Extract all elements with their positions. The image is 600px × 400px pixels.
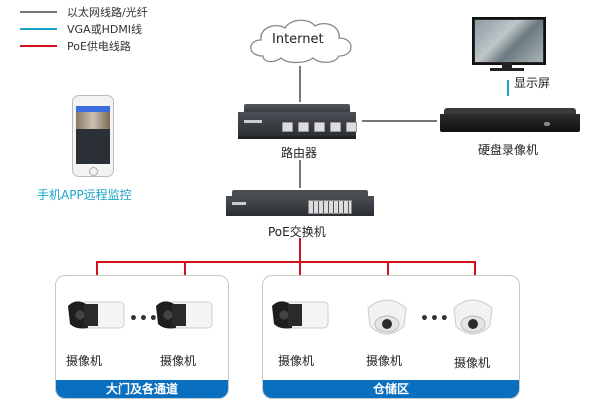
router-ports-icon bbox=[282, 122, 357, 132]
dome-camera-icon bbox=[453, 299, 493, 335]
camera-label: 摄像机 bbox=[278, 354, 315, 368]
legend-label: 以太网线路/光纤 bbox=[67, 6, 148, 19]
monitor-base-icon bbox=[490, 68, 524, 71]
bullet-camera-icon bbox=[68, 301, 125, 329]
legend-label: VGA或HDMI线 bbox=[67, 23, 143, 36]
router-switch-line bbox=[299, 160, 301, 188]
mobile-phone-icon bbox=[72, 95, 114, 177]
switch-ports-icon bbox=[308, 200, 352, 214]
zone-storage: 仓储区 bbox=[262, 275, 520, 399]
zone-title: 大门及各通道 bbox=[56, 380, 228, 398]
more-cameras-ellipsis: ••• bbox=[129, 311, 159, 327]
internet-cloud-icon bbox=[250, 19, 352, 64]
mobile-app-label: 手机APP远程监控 bbox=[37, 188, 132, 202]
poe-switch-label: PoE交换机 bbox=[268, 225, 326, 239]
internet-router-line bbox=[299, 66, 301, 102]
router-nvr-line bbox=[362, 120, 437, 122]
bullet-camera-icon bbox=[272, 301, 329, 329]
poe-line-swatch bbox=[20, 45, 57, 47]
bullet-camera-icon bbox=[156, 301, 213, 329]
camera-label: 摄像机 bbox=[366, 354, 403, 368]
camera-label: 摄像机 bbox=[160, 354, 197, 368]
poe-trunk-line bbox=[299, 238, 301, 262]
legend-item-poe: PoE供电线路 bbox=[20, 38, 131, 54]
monitor-icon bbox=[472, 17, 546, 65]
legend-item-video: VGA或HDMI线 bbox=[20, 21, 142, 37]
zone-title: 仓储区 bbox=[263, 380, 519, 398]
brand-logo-icon bbox=[244, 120, 262, 123]
video-line-swatch bbox=[20, 28, 57, 30]
dome-camera-icon bbox=[367, 299, 407, 335]
ethernet-line-swatch bbox=[20, 11, 57, 13]
poe-switch-device bbox=[226, 190, 374, 220]
monitor-nvr-line bbox=[507, 80, 509, 96]
monitor-stand-icon bbox=[502, 63, 512, 68]
more-cameras-ellipsis: ••• bbox=[420, 311, 450, 327]
internet-label: Internet bbox=[272, 32, 324, 47]
zone-gate-passages: 大门及各通道 bbox=[55, 275, 229, 399]
brand-logo-icon bbox=[232, 202, 246, 205]
camera-label: 摄像机 bbox=[66, 354, 103, 368]
nvr-device-icon bbox=[440, 108, 580, 134]
legend-label: PoE供电线路 bbox=[67, 40, 131, 53]
monitor-label: 显示屏 bbox=[514, 76, 551, 90]
router-device bbox=[238, 104, 357, 140]
router-label: 路由器 bbox=[281, 146, 318, 160]
poe-bus-line bbox=[96, 261, 476, 263]
legend-item-ethernet: 以太网线路/光纤 bbox=[20, 4, 148, 20]
nvr-label: 硬盘录像机 bbox=[478, 143, 539, 157]
camera-label: 摄像机 bbox=[454, 356, 491, 370]
